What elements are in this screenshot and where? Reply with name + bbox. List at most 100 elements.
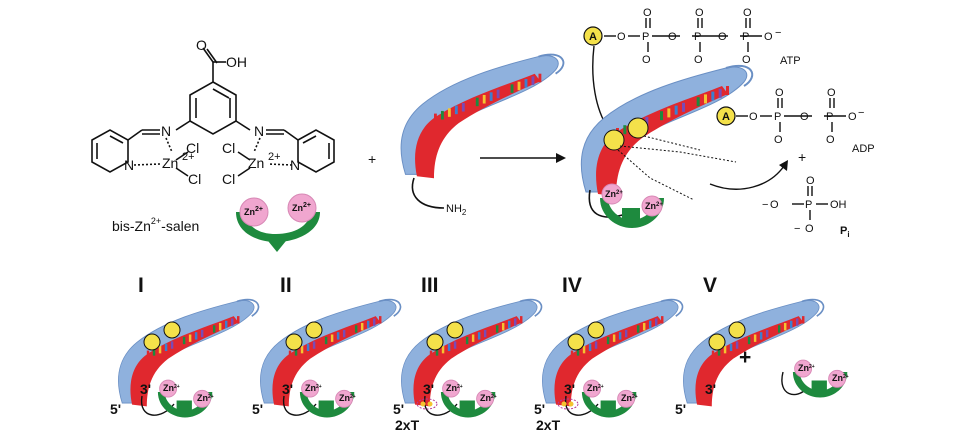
panel-label: I [138, 274, 144, 297]
base-pair-rung [330, 334, 334, 342]
zn-badge-label: Zn2+ [244, 206, 263, 217]
base-pair-rung [360, 323, 364, 331]
thymine-dot [427, 401, 433, 407]
phosphorus: P [826, 111, 833, 123]
bound-phosphate-chains [617, 135, 737, 201]
base-pair-rung [510, 84, 514, 93]
pi-label: Pi [840, 225, 850, 239]
base-pair-rung [654, 318, 658, 326]
pyridine-n-left: N [124, 157, 134, 173]
base-pair-rung [648, 320, 652, 329]
adp-label: ADP [852, 143, 875, 155]
base-pair-rung [753, 334, 757, 342]
base-pair-rung [618, 332, 622, 340]
imine-n-left: N [161, 123, 171, 139]
base-pair-rung [465, 336, 469, 345]
base-pair-rung [711, 350, 715, 358]
base-pair-rung [379, 316, 382, 324]
base-pair-rung [704, 94, 707, 104]
bridge-oxygen: O [718, 31, 727, 43]
base-pair-rung [718, 88, 722, 98]
salen-cartoon-anchor [264, 236, 290, 252]
base-pair-rung [652, 114, 656, 123]
zn-badge-label: Zn2+ [339, 393, 356, 403]
base-pair-rung [194, 332, 198, 340]
oxo-oxygen: O [827, 87, 836, 99]
base-pair-rung [489, 92, 493, 101]
base-pair-rung [711, 91, 715, 101]
amine-aptamer: NH2 [400, 53, 565, 217]
panel-label: III [421, 274, 439, 297]
base-pair-rung [182, 336, 186, 345]
oxo-oxygen: O [806, 175, 815, 187]
base-pair-rung [336, 332, 340, 340]
terminal-oxygen: O [764, 31, 773, 43]
base-pair-rung [600, 339, 604, 347]
amine-label: NH2 [446, 203, 467, 217]
base-pair-rung [667, 108, 671, 118]
atp-ball [163, 321, 181, 339]
zn-left: Zn [162, 155, 178, 171]
base-pair-rung [212, 325, 216, 333]
thymine-dot [561, 401, 567, 407]
base-pair-rung [206, 327, 210, 335]
atp-label: ATP [780, 55, 801, 67]
panel-label: IV [562, 274, 582, 297]
atp-ball [708, 333, 726, 351]
base-pair-rung [318, 339, 322, 347]
base-pair-rung [765, 329, 769, 338]
terminal-oxygen: O [848, 111, 857, 123]
base-pair-rung [531, 76, 535, 85]
base-pair-rung [146, 350, 150, 358]
base-pair-rung [630, 327, 634, 335]
base-pair-rung [495, 325, 499, 333]
base-pair-rung [802, 316, 805, 324]
bridge-oxygen: O [749, 111, 758, 123]
aptamer-catalyst-complex: Zn2+ Zn2+ [580, 64, 754, 229]
panel-1: I5'3'Zn2+Zn2+ [110, 274, 260, 418]
three-prime-label: 3' [705, 381, 716, 397]
base-pair-rung [777, 325, 781, 333]
base-pair-rung [496, 89, 500, 99]
base-pair-rungs [146, 316, 240, 358]
base-pair-rung [429, 350, 433, 358]
three-prime-label: 3' [564, 381, 575, 397]
phosphorus: P [805, 199, 812, 211]
zn-badge-label: Zn2+ [197, 393, 214, 403]
zn-site-left [239, 197, 269, 227]
base-pair-rung [306, 343, 310, 352]
zn-badge-label: Zn2+ [292, 202, 311, 213]
base-pair-rung [372, 318, 376, 326]
base-pair-rungs [288, 316, 382, 358]
base-pair-rung [747, 336, 751, 345]
plus-sign: + [798, 149, 806, 165]
left-pyridine-ring [91, 129, 129, 173]
base-pair-rung [477, 332, 481, 340]
anionic-oxygen: O [826, 134, 835, 146]
base-pair-rung [366, 320, 370, 329]
panel-5: V5'3'+Zn2+Zn2+ [675, 274, 849, 417]
base-pair-rung [354, 325, 358, 333]
oxo-oxygen: O [743, 7, 752, 19]
phosphorus: P [694, 31, 701, 43]
salen-cartoon-body [236, 212, 320, 242]
three-prime-label: 3' [423, 381, 434, 397]
base-pair-rung [624, 329, 628, 338]
base-pair-rung [623, 125, 627, 135]
adenosine-badge [583, 26, 603, 46]
base-pair-rung [771, 327, 775, 335]
carboxyl-oh: OH [226, 54, 247, 70]
base-pair-rung [783, 323, 787, 331]
salen-legend: bis-Zn2+-salen Zn2+ Zn2+ [112, 193, 320, 252]
zn-left-charge: 2+ [182, 151, 195, 163]
base-pair-rung [795, 318, 799, 326]
charge-minus: − [775, 27, 781, 39]
base-pair-rung [176, 339, 180, 347]
carboxyl-oxygen: O [196, 37, 207, 53]
pyridine-n-right: N [290, 157, 300, 173]
cl-label: Cl [222, 171, 235, 187]
thymine-dot [568, 401, 574, 407]
base-pair-rung [441, 345, 445, 354]
base-pair-rung [453, 341, 457, 349]
